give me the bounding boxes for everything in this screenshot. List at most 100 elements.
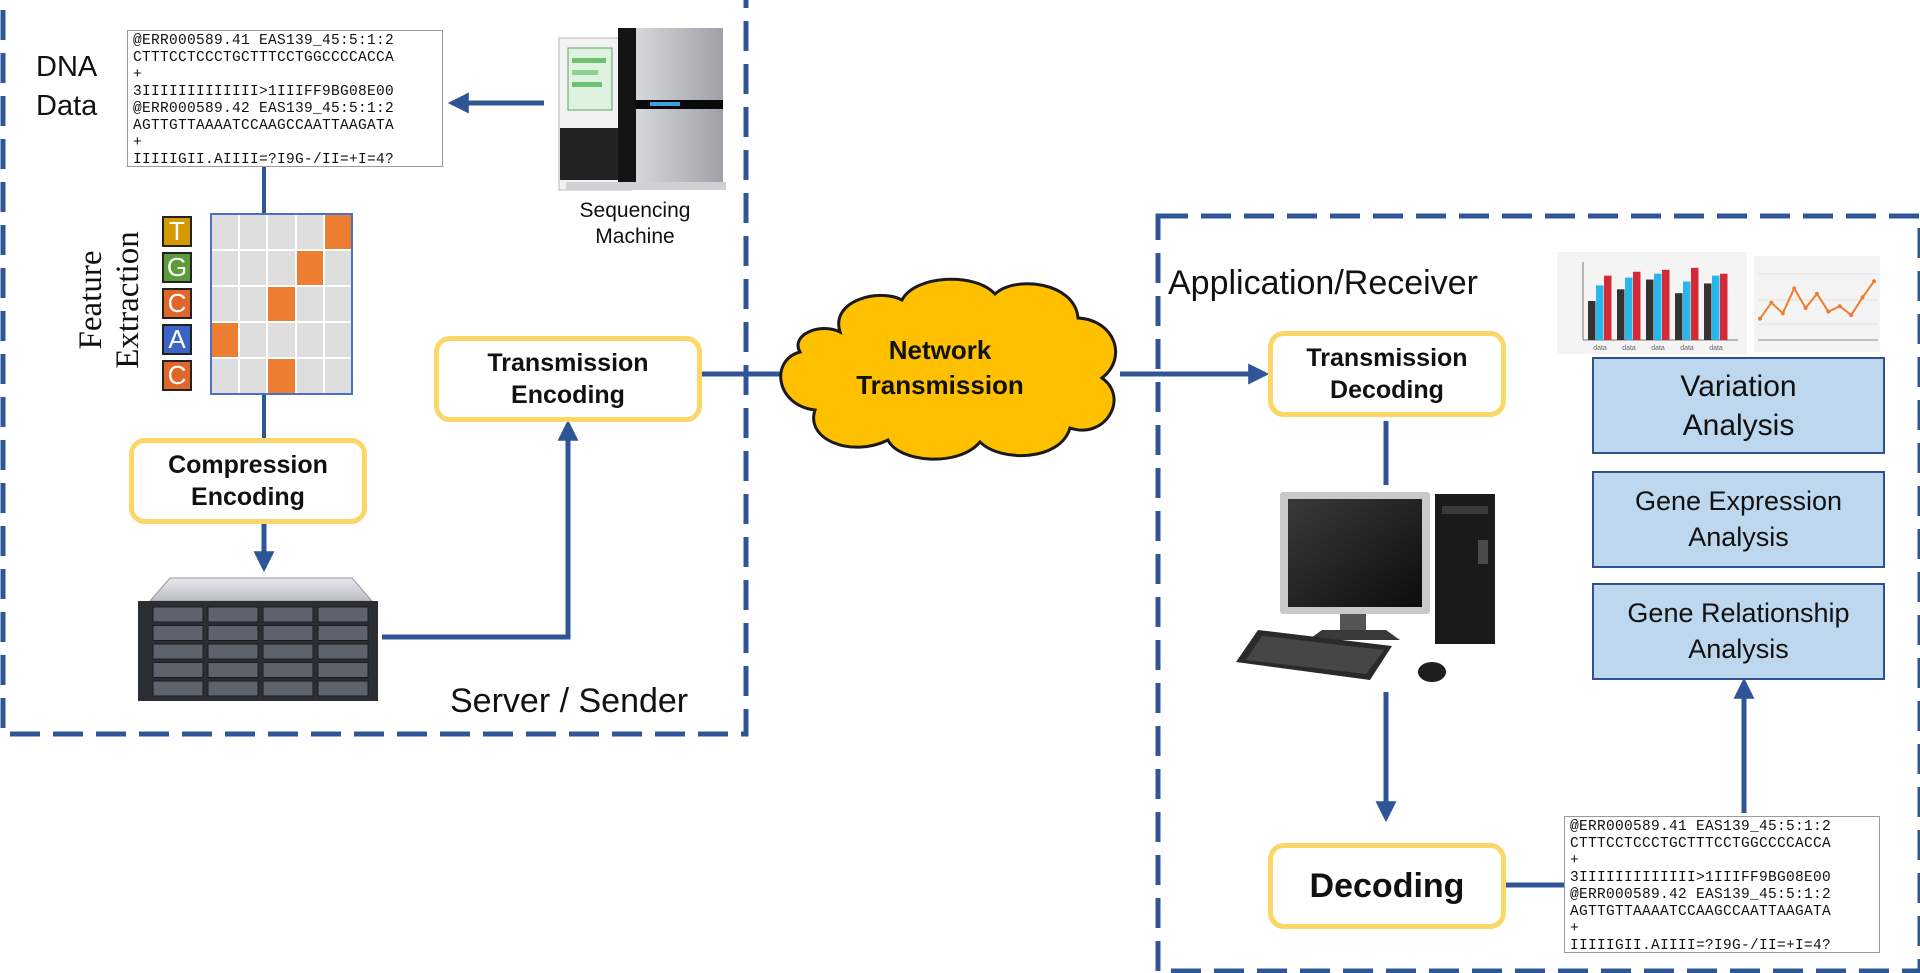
- drive-bay: [262, 680, 314, 697]
- drive-bay: [317, 643, 369, 660]
- nucleotide-c: C: [162, 288, 192, 319]
- bar: [1617, 289, 1625, 340]
- bar: [1691, 267, 1699, 340]
- matrix-cell: [240, 359, 267, 393]
- drive-bay: [317, 606, 369, 623]
- fastq-line: +: [133, 67, 143, 83]
- fastq-line: AGTTGTTAAAATCCAAGCCAATTAAGATA: [1570, 904, 1832, 920]
- bar: [1646, 279, 1654, 340]
- drive-bay: [262, 606, 314, 623]
- drive-bay: [152, 662, 204, 678]
- fastq-line: @ERR000589.41 EAS139_45:5:1:2: [1570, 819, 1832, 835]
- nucleotide-g: G: [162, 252, 192, 283]
- drive-bay: [152, 625, 204, 641]
- dna-fastq-block: @ERR000589.41 EAS139_45:5:1:2 CTTTCCTCCC…: [127, 30, 443, 167]
- drive-bay: [207, 662, 259, 678]
- sequencing-machine-label: Sequencing Machine: [579, 199, 691, 249]
- matrix-cell: [296, 359, 323, 393]
- matrix-cell: [240, 215, 267, 249]
- variation-analysis-box: Variation Analysis: [1592, 357, 1885, 454]
- matrix-cell-active: [268, 287, 295, 321]
- bar: [1704, 283, 1712, 340]
- gene-expression-analysis-box: Gene Expression Analysis: [1592, 471, 1885, 568]
- line-point: [1769, 300, 1774, 305]
- drive-bay: [317, 625, 369, 641]
- bar: [1604, 275, 1612, 340]
- gene-relationship-analysis-box: Gene Relationship Analysis: [1592, 583, 1885, 680]
- drive-bay: [152, 680, 204, 697]
- receiver-region-border: [1155, 213, 1920, 973]
- server-rack-image: [138, 577, 378, 701]
- fastq-line: @ERR000589.42 EAS139_45:5:1:2: [133, 101, 395, 117]
- fastq-line: @ERR000589.42 EAS139_45:5:1:2: [1570, 887, 1832, 903]
- drive-bay: [207, 606, 259, 623]
- nucleotide-t: T: [162, 216, 192, 247]
- drive-bay: [262, 643, 314, 660]
- matrix-cell: [324, 323, 351, 357]
- decoding-box: Decoding: [1268, 843, 1506, 929]
- matrix-cell: [296, 323, 323, 357]
- bar: [1596, 285, 1604, 340]
- fastq-line: AGTTGTTAAAATCCAAGCCAATTAAGATA: [133, 118, 395, 134]
- sender-region-border: [0, 0, 749, 737]
- fastq-line: 3IIIIIIIIIIIII>1IIIFF9BG08E00: [1570, 870, 1832, 886]
- line-point: [1860, 295, 1865, 300]
- matrix-cell-active: [212, 323, 239, 357]
- line-point: [1803, 306, 1808, 310]
- bar: [1625, 277, 1633, 340]
- line-point: [1837, 304, 1842, 309]
- bar: [1588, 301, 1596, 340]
- matrix-cell: [296, 287, 323, 321]
- bar: [1633, 271, 1641, 340]
- matrix-cell: [268, 215, 295, 249]
- network-transmission-label: Network Transmission: [856, 335, 1024, 401]
- fastq-line: +: [1570, 853, 1580, 869]
- matrix-cell: [212, 215, 239, 249]
- application-receiver-label: Application/Receiver: [1168, 264, 1478, 302]
- drive-bay: [152, 643, 204, 660]
- mini-line-chart: [1754, 256, 1880, 352]
- bar: [1654, 273, 1662, 340]
- nucleotide-a: A: [162, 324, 192, 355]
- fastq-line: +: [1570, 921, 1580, 937]
- bar-category-label: data: [1593, 345, 1607, 352]
- drive-bay: [262, 625, 314, 641]
- line-point: [1792, 286, 1797, 291]
- one-hot-matrix: [210, 213, 353, 395]
- decoded-fastq-block: @ERR000589.41 EAS139_45:5:1:2 CTTTCCTCCC…: [1564, 816, 1880, 953]
- matrix-cell-active: [268, 359, 295, 393]
- matrix-cell: [212, 359, 239, 393]
- fastq-line: IIIIIGII.AIIII=?I9G-/II=+I=4?: [1570, 938, 1832, 953]
- matrix-cell: [296, 215, 323, 249]
- drive-bay: [152, 606, 204, 623]
- desktop-computer-image: [1236, 492, 1495, 682]
- fastq-line: +: [133, 135, 143, 151]
- connector-server-to-transmission: [382, 419, 579, 640]
- fastq-line: 3IIIIIIIIIIIII>1IIIFF9BG08E00: [133, 84, 395, 100]
- line-point: [1758, 316, 1762, 321]
- line-point: [1826, 309, 1831, 314]
- drive-bay: [317, 680, 369, 697]
- line-point: [1815, 291, 1819, 296]
- bar: [1675, 293, 1683, 340]
- bar: [1720, 273, 1728, 340]
- bar-category-label: data: [1709, 345, 1723, 352]
- transmission-encoding-box: Transmission Encoding: [434, 336, 702, 422]
- matrix-cell: [268, 323, 295, 357]
- bar-category-label: data: [1651, 345, 1665, 352]
- bar: [1712, 275, 1720, 340]
- line-point: [1872, 279, 1876, 284]
- matrix-cell: [212, 251, 239, 285]
- drive-bay: [207, 680, 259, 697]
- fastq-line: CTTTCCTCCCTGCTTTCCTGGCCCCACCA: [1570, 836, 1832, 852]
- matrix-cell: [240, 251, 267, 285]
- nucleotide-c: C: [162, 360, 192, 391]
- matrix-cell-active: [296, 251, 323, 285]
- drive-bay: [207, 643, 259, 660]
- drive-bay: [317, 662, 369, 678]
- matrix-cell: [240, 323, 267, 357]
- matrix-cell: [324, 359, 351, 393]
- compression-encoding-box: Compression Encoding: [129, 438, 367, 524]
